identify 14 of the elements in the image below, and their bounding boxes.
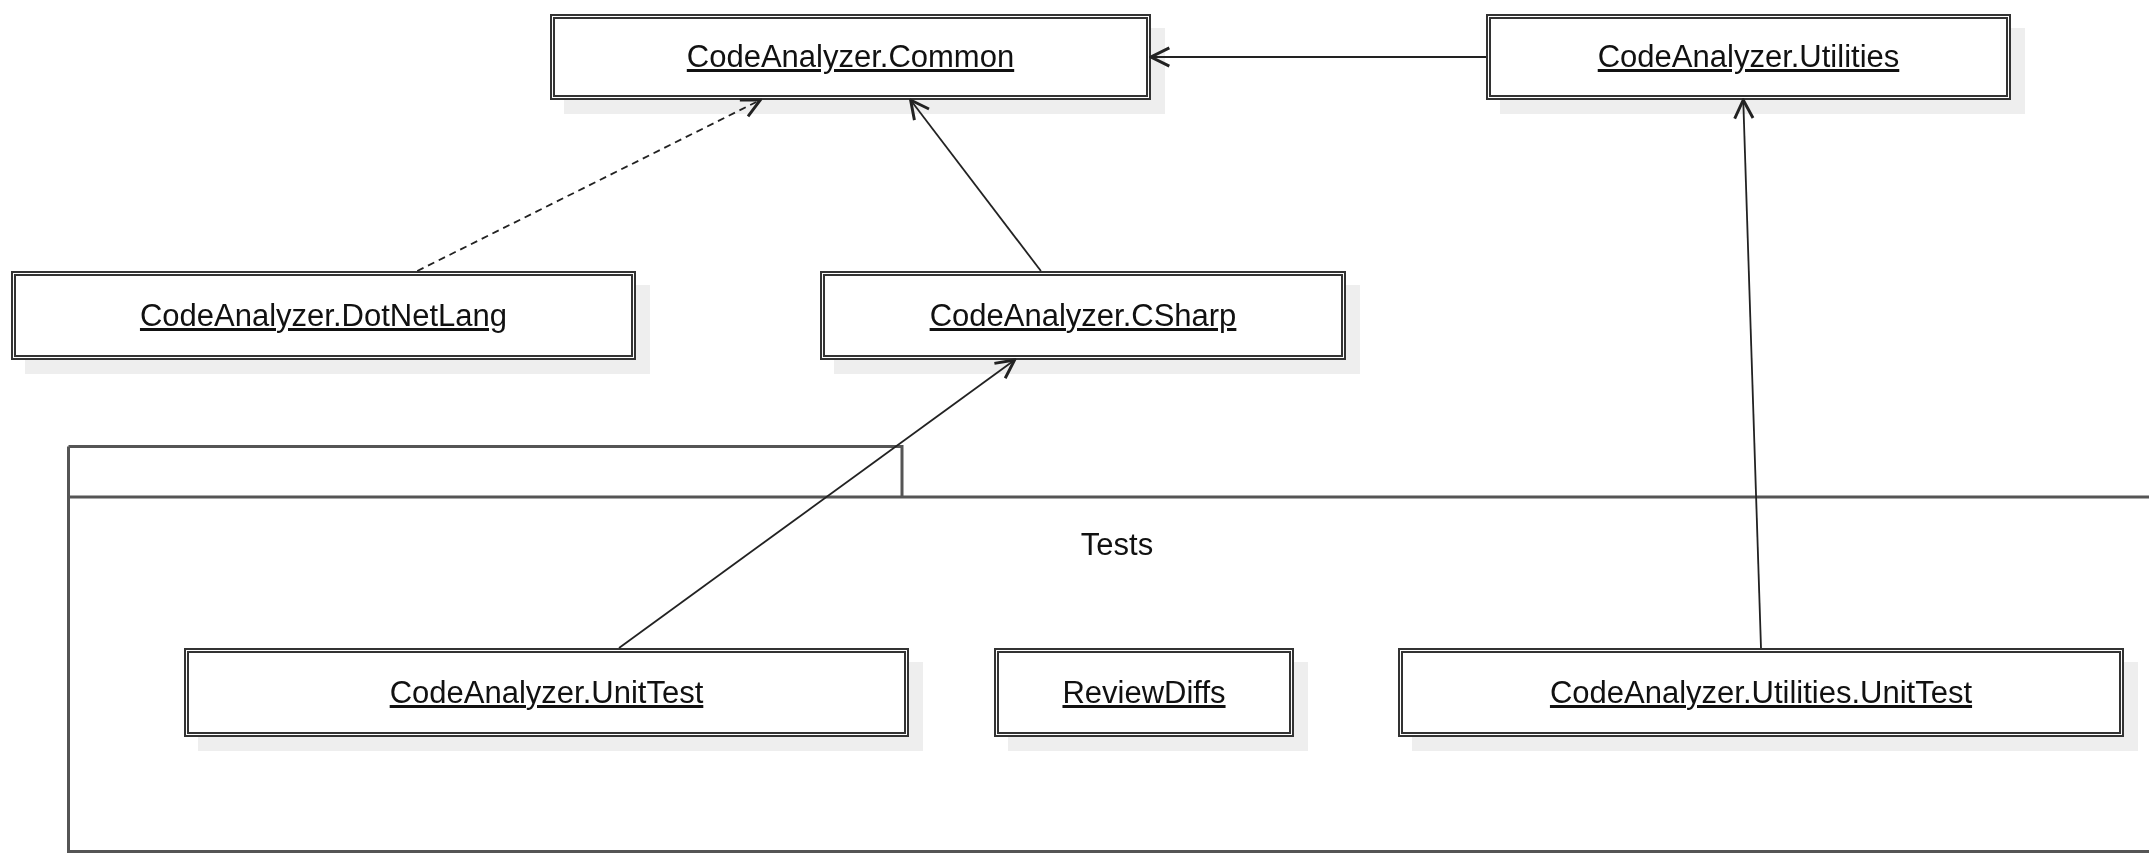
module-name: CodeAnalyzer.UnitTest — [388, 674, 705, 711]
module-name: CodeAnalyzer.Utilities.UnitTest — [1548, 674, 1974, 711]
dependency-arrow — [909, 98, 1042, 272]
module-name: ReviewDiffs — [1061, 674, 1227, 711]
module-name: CodeAnalyzer.DotNetLang — [139, 297, 508, 334]
dependency-arrow — [416, 98, 762, 272]
dependency-arrow — [1149, 46, 1487, 68]
module-name: CodeAnalyzer.CSharp — [929, 297, 1237, 334]
package-frame — [67, 445, 2149, 853]
dependency-arrow — [1733, 98, 1762, 649]
module-name: CodeAnalyzer.Common — [686, 39, 1015, 75]
dependency-arrow — [618, 358, 1017, 649]
package-name: Tests — [1079, 527, 1155, 563]
module-name: CodeAnalyzer.Utilities — [1597, 39, 1900, 75]
